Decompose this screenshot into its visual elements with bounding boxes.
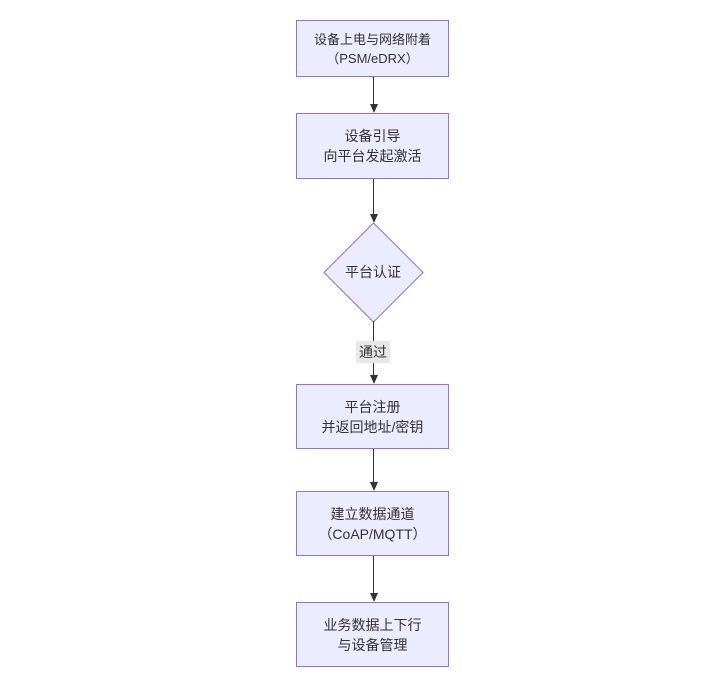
arrowhead-icon: [369, 375, 378, 384]
node-line: 平台认证: [345, 264, 401, 280]
node-line: （CoAP/MQTT）: [318, 525, 427, 542]
arrowhead-icon: [369, 214, 378, 223]
node-line: 与设备管理: [337, 636, 408, 653]
node-line: 并返回地址/密钥: [321, 418, 424, 435]
node-line: 向平台发起激活: [323, 148, 422, 164]
arrow-shaft: [373, 77, 374, 104]
arrow-2: [369, 179, 378, 223]
node-power-attach: 设备上电与网络附着 （PSM/eDRX）: [296, 20, 449, 77]
arrowhead-icon: [369, 104, 378, 113]
arrowhead-icon: [369, 482, 378, 491]
arrow-shaft: [373, 179, 374, 214]
arrow-shaft: [373, 449, 374, 482]
node-line: （PSM/eDRX）: [326, 50, 419, 66]
node-line: 业务数据上下行: [323, 616, 422, 633]
node-platform-register: 平台注册 并返回地址/密钥: [296, 384, 449, 449]
arrow-1: [369, 77, 378, 113]
node-line: 建立数据通道: [330, 505, 415, 522]
arrow-shaft: [373, 556, 374, 593]
node-line: 平台注册: [344, 398, 401, 415]
node-platform-auth: 平台认证: [323, 222, 424, 323]
node-line: 设备引导: [344, 128, 401, 144]
node-line: 设备上电与网络附着: [313, 31, 431, 47]
arrow-4: [369, 449, 378, 491]
edge-label-pass: 通过: [356, 341, 390, 363]
node-bootstrap: 设备引导 向平台发起激活: [296, 113, 449, 179]
arrow-5: [369, 556, 378, 602]
node-business-data: 业务数据上下行 与设备管理: [296, 602, 449, 667]
node-data-channel: 建立数据通道 （CoAP/MQTT）: [296, 491, 449, 556]
arrowhead-icon: [369, 593, 378, 602]
